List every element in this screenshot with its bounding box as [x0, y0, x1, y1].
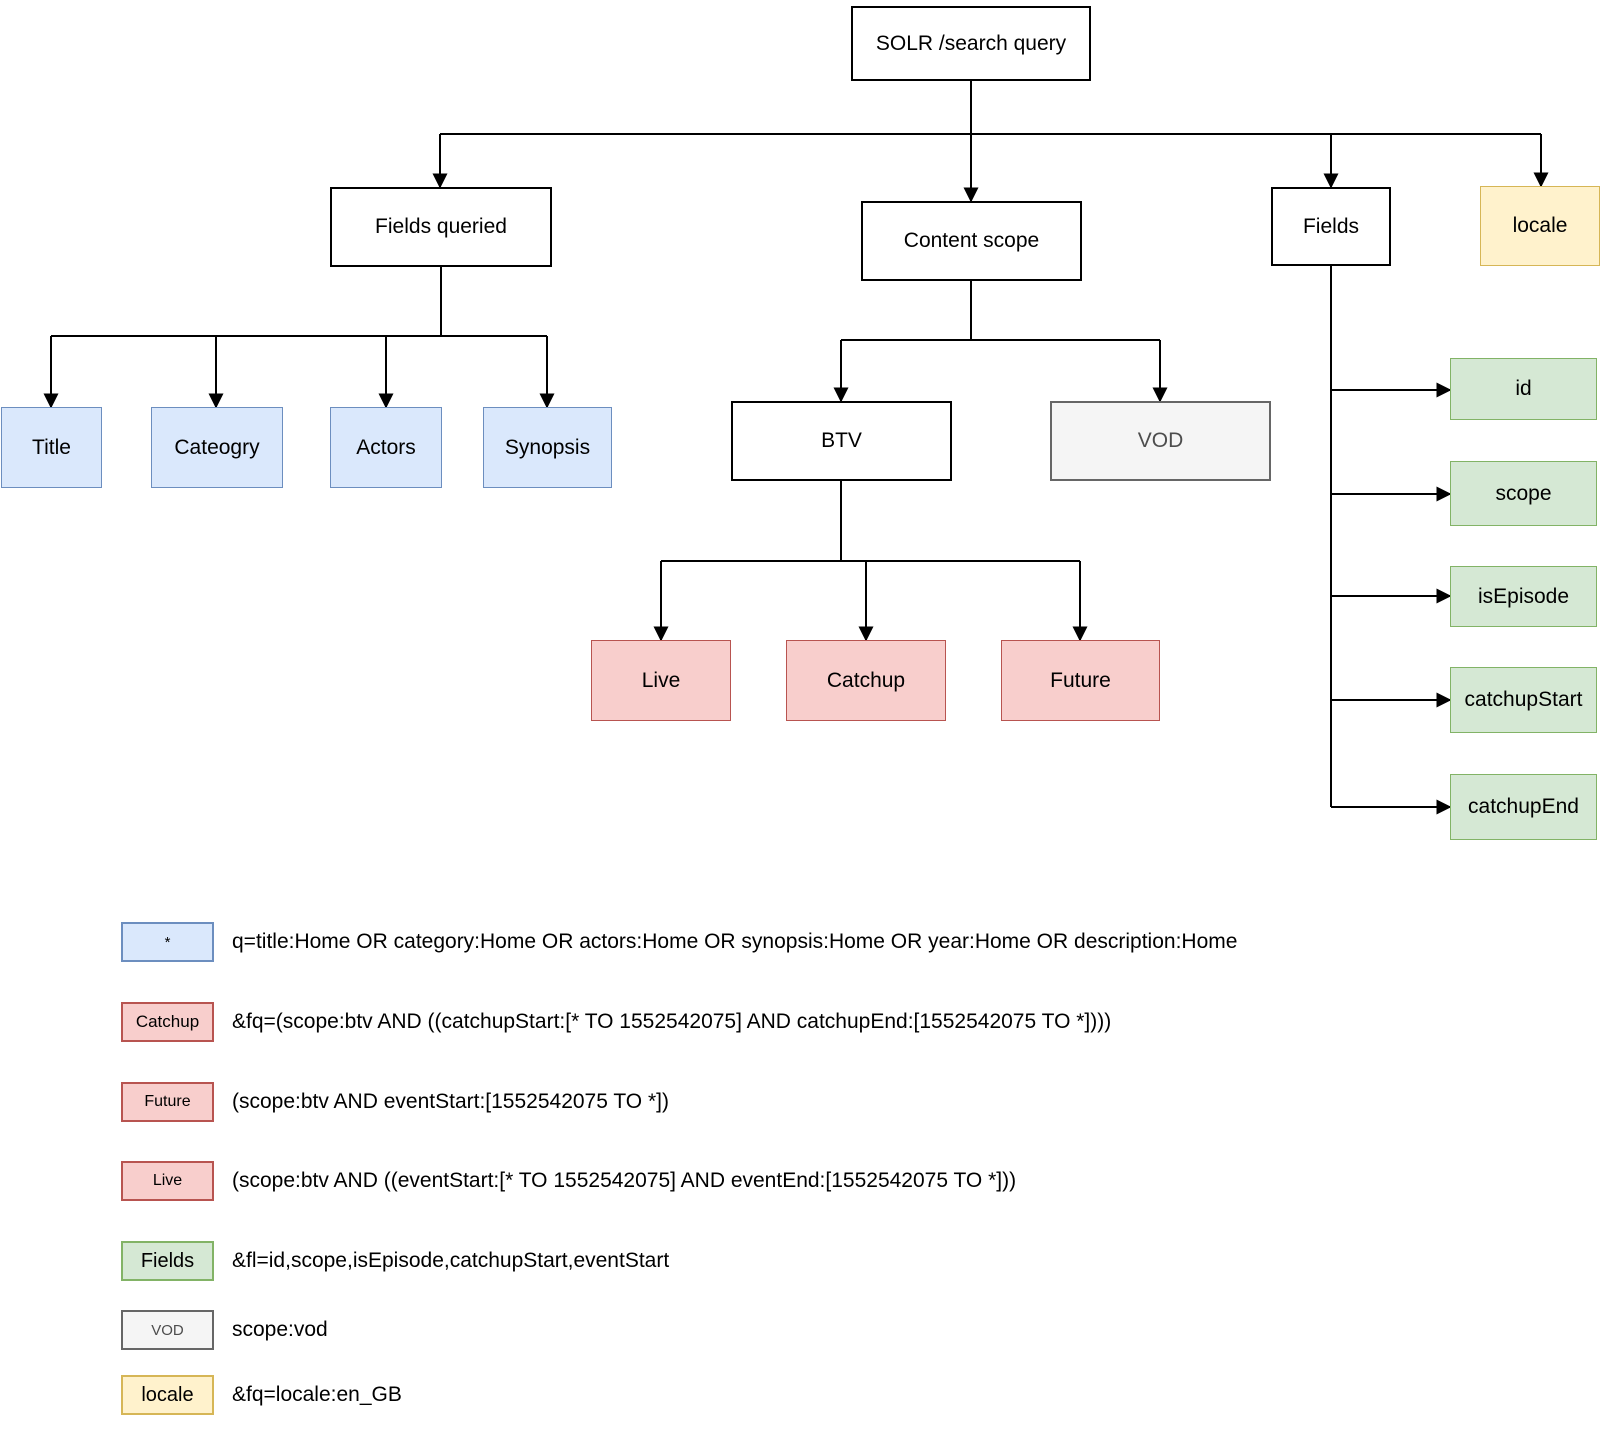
node-catchup: Catchup [786, 640, 946, 721]
legend-row-vod: VOD scope:vod [121, 1310, 328, 1350]
node-field-id: id [1450, 358, 1597, 420]
node-fields: Fields [1271, 187, 1391, 266]
node-fields-queried: Fields queried [330, 187, 552, 267]
node-locale: locale [1480, 186, 1600, 266]
node-vod: VOD [1050, 401, 1271, 481]
legend-row-wildcard: * q=title:Home OR category:Home OR actor… [121, 922, 1237, 962]
node-future: Future [1001, 640, 1160, 721]
legend-swatch-future: Future [121, 1082, 214, 1122]
legend-swatch-catchup: Catchup [121, 1002, 214, 1042]
legend-swatch-vod: VOD [121, 1310, 214, 1350]
node-solr-search-query: SOLR /search query [851, 6, 1091, 81]
legend-swatch-live: Live [121, 1161, 214, 1201]
node-field-scope: scope [1450, 461, 1597, 526]
node-cateogry: Cateogry [151, 407, 283, 488]
legend-query-future: (scope:btv AND eventStart:[1552542075 TO… [232, 1090, 669, 1113]
node-field-catchupend: catchupEnd [1450, 774, 1597, 840]
legend-query-fields: &fl=id,scope,isEpisode,catchupStart,even… [232, 1249, 670, 1272]
node-live: Live [591, 640, 731, 721]
node-actors: Actors [330, 407, 442, 488]
legend-swatch-locale: locale [121, 1375, 214, 1415]
legend-query-locale: &fq=locale:en_GB [232, 1383, 402, 1406]
legend-row-fields: Fields &fl=id,scope,isEpisode,catchupSta… [121, 1241, 669, 1281]
node-content-scope: Content scope [861, 201, 1082, 281]
legend-row-locale: locale &fq=locale:en_GB [121, 1375, 402, 1415]
legend-query-wildcard: q=title:Home OR category:Home OR actors:… [232, 930, 1238, 953]
legend-row-catchup: Catchup &fq=(scope:btv AND ((catchupStar… [121, 1002, 1111, 1042]
node-title: Title [1, 407, 102, 488]
legend-row-live: Live (scope:btv AND ((eventStart:[* TO 1… [121, 1161, 1016, 1201]
legend-query-catchup: &fq=(scope:btv AND ((catchupStart:[* TO … [232, 1010, 1112, 1033]
legend-row-future: Future (scope:btv AND eventStart:[155254… [121, 1082, 669, 1122]
legend-swatch-fields: Fields [121, 1241, 214, 1281]
legend-swatch-wildcard: * [121, 922, 214, 962]
node-field-isepisode: isEpisode [1450, 566, 1597, 627]
legend-query-vod: scope:vod [232, 1318, 328, 1341]
node-field-catchupstart: catchupStart [1450, 667, 1597, 733]
node-btv: BTV [731, 401, 952, 481]
legend-query-live: (scope:btv AND ((eventStart:[* TO 155254… [232, 1169, 1017, 1192]
node-synopsis: Synopsis [483, 407, 612, 488]
